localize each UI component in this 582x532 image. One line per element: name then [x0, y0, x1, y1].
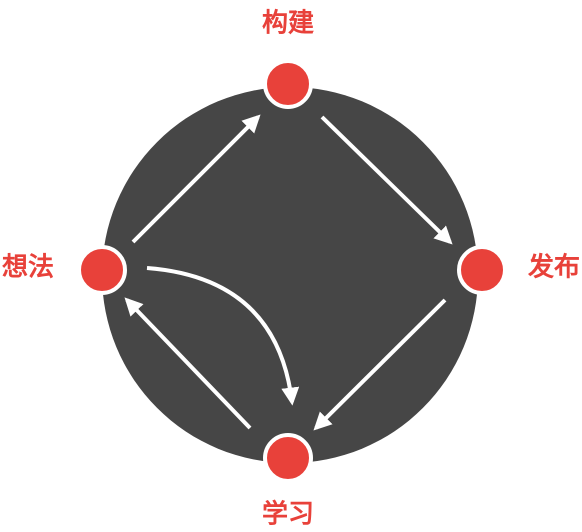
node-learn — [263, 433, 313, 483]
label-learn: 学习 — [262, 499, 314, 530]
edge-idea-to-learn-curved — [146, 266, 300, 406]
edge-learn-to-idea — [124, 297, 252, 430]
edge-publish-to-learn — [313, 298, 447, 431]
label-publish: 发布 — [527, 252, 580, 283]
node-idea — [77, 245, 127, 295]
node-publish — [457, 245, 507, 295]
cycle-background-circle — [102, 87, 478, 463]
edge-idea-to-build — [131, 114, 261, 244]
label-build: 构建 — [262, 9, 314, 39]
node-build — [263, 59, 313, 109]
label-idea: 想法 — [2, 253, 54, 283]
edge-build-to-publish — [320, 115, 453, 245]
